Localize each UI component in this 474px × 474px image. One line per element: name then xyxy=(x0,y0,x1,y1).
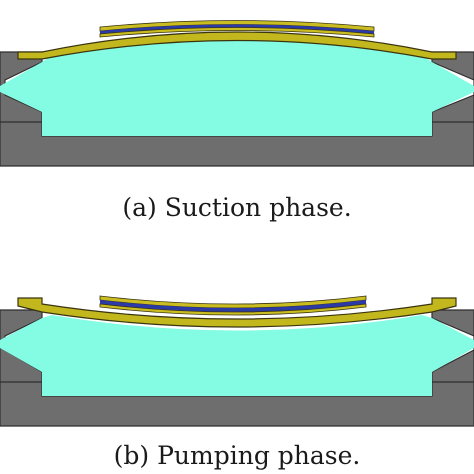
caption-pumping: (b) Pumping phase. xyxy=(114,441,361,470)
pump-membrane xyxy=(17,31,457,60)
piezo-actuator xyxy=(99,20,375,38)
piezo-bottom-electrode xyxy=(99,27,375,38)
piezo-actuator xyxy=(99,295,367,316)
pump-chamber-fluid xyxy=(0,315,474,396)
panel-pumping: (b) Pumping phase. xyxy=(0,295,474,470)
panel-suction: (a) Suction phase. xyxy=(0,20,474,222)
piezo-ceramic-layer xyxy=(100,300,366,312)
pump-membrane xyxy=(17,297,457,328)
pump-chamber-fluid xyxy=(0,36,474,136)
piezo-bottom-electrode xyxy=(99,303,367,316)
piezo-ceramic-layer xyxy=(100,24,374,34)
caption-suction: (a) Suction phase. xyxy=(122,193,351,222)
